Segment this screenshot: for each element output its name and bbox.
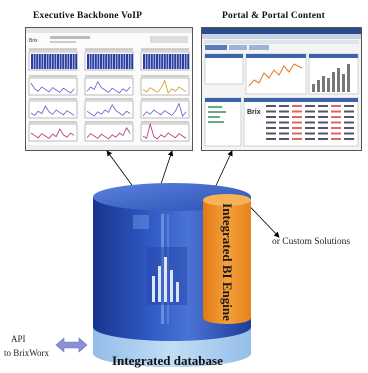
voip-dashboard-graphic: Brix — [26, 28, 192, 150]
api-label-line2: to BrixWorx — [4, 348, 50, 358]
engine-column — [203, 200, 251, 324]
engine-label: Integrated BI Engine — [220, 203, 235, 321]
arrow-to-portal — [212, 150, 233, 193]
portal-screenshot: Brix — [201, 27, 362, 151]
portal-graphic: Brix — [202, 28, 361, 150]
database-band — [93, 327, 251, 367]
api-label-line1: API — [11, 334, 26, 344]
right-screen-title: Portal & Portal Content — [222, 11, 326, 21]
left-screen-title: Executive Backbone VoIP — [33, 11, 143, 21]
mini-bar-chart-icon — [147, 247, 187, 305]
svg-text:Brix: Brix — [247, 109, 261, 116]
database-label: Integrated database — [112, 353, 223, 368]
cylinder-square-icon — [133, 215, 149, 229]
svg-text:Brix: Brix — [29, 38, 38, 44]
api-double-arrow-icon — [55, 337, 88, 353]
engine-column-top — [203, 194, 251, 206]
voip-dashboard-screenshot: Brix — [25, 27, 193, 151]
custom-solutions-label: or Custom Solutions — [272, 237, 351, 247]
